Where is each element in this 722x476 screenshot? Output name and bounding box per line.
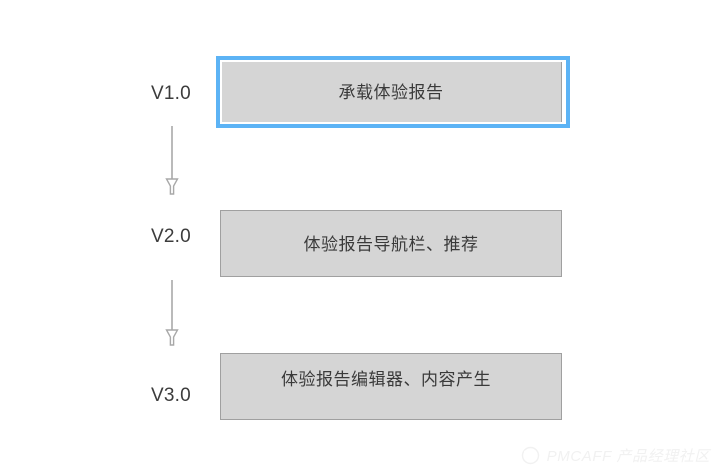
stage-box-v1-text: 承载体验报告 xyxy=(338,83,444,102)
stage-box-v2[interactable]: 体验报告导航栏、推荐 xyxy=(220,210,562,277)
flow-arrow-v1-to-v2 xyxy=(165,126,179,195)
stage-box-v1[interactable]: 承载体验报告 xyxy=(220,60,562,124)
stage-box-v3-text: 体验报告编辑器、内容产生 xyxy=(281,370,491,389)
stage-box-v3[interactable]: 体验报告编辑器、内容产生 xyxy=(220,353,562,420)
version-label-v3: V3.0 xyxy=(151,385,191,406)
watermark-text: PMCAFF 产品经理社区 xyxy=(546,448,710,465)
selection-outline[interactable] xyxy=(216,56,570,128)
watermark: PMCAFF 产品经理社区 xyxy=(521,445,710,466)
flow-arrow-v2-to-v3 xyxy=(165,280,179,346)
version-label-v2: V2.0 xyxy=(151,226,191,247)
version-label-v1: V1.0 xyxy=(151,83,191,104)
pmcaff-logo-icon xyxy=(521,446,539,465)
stage-box-v2-text: 体验报告导航栏、推荐 xyxy=(303,235,479,254)
